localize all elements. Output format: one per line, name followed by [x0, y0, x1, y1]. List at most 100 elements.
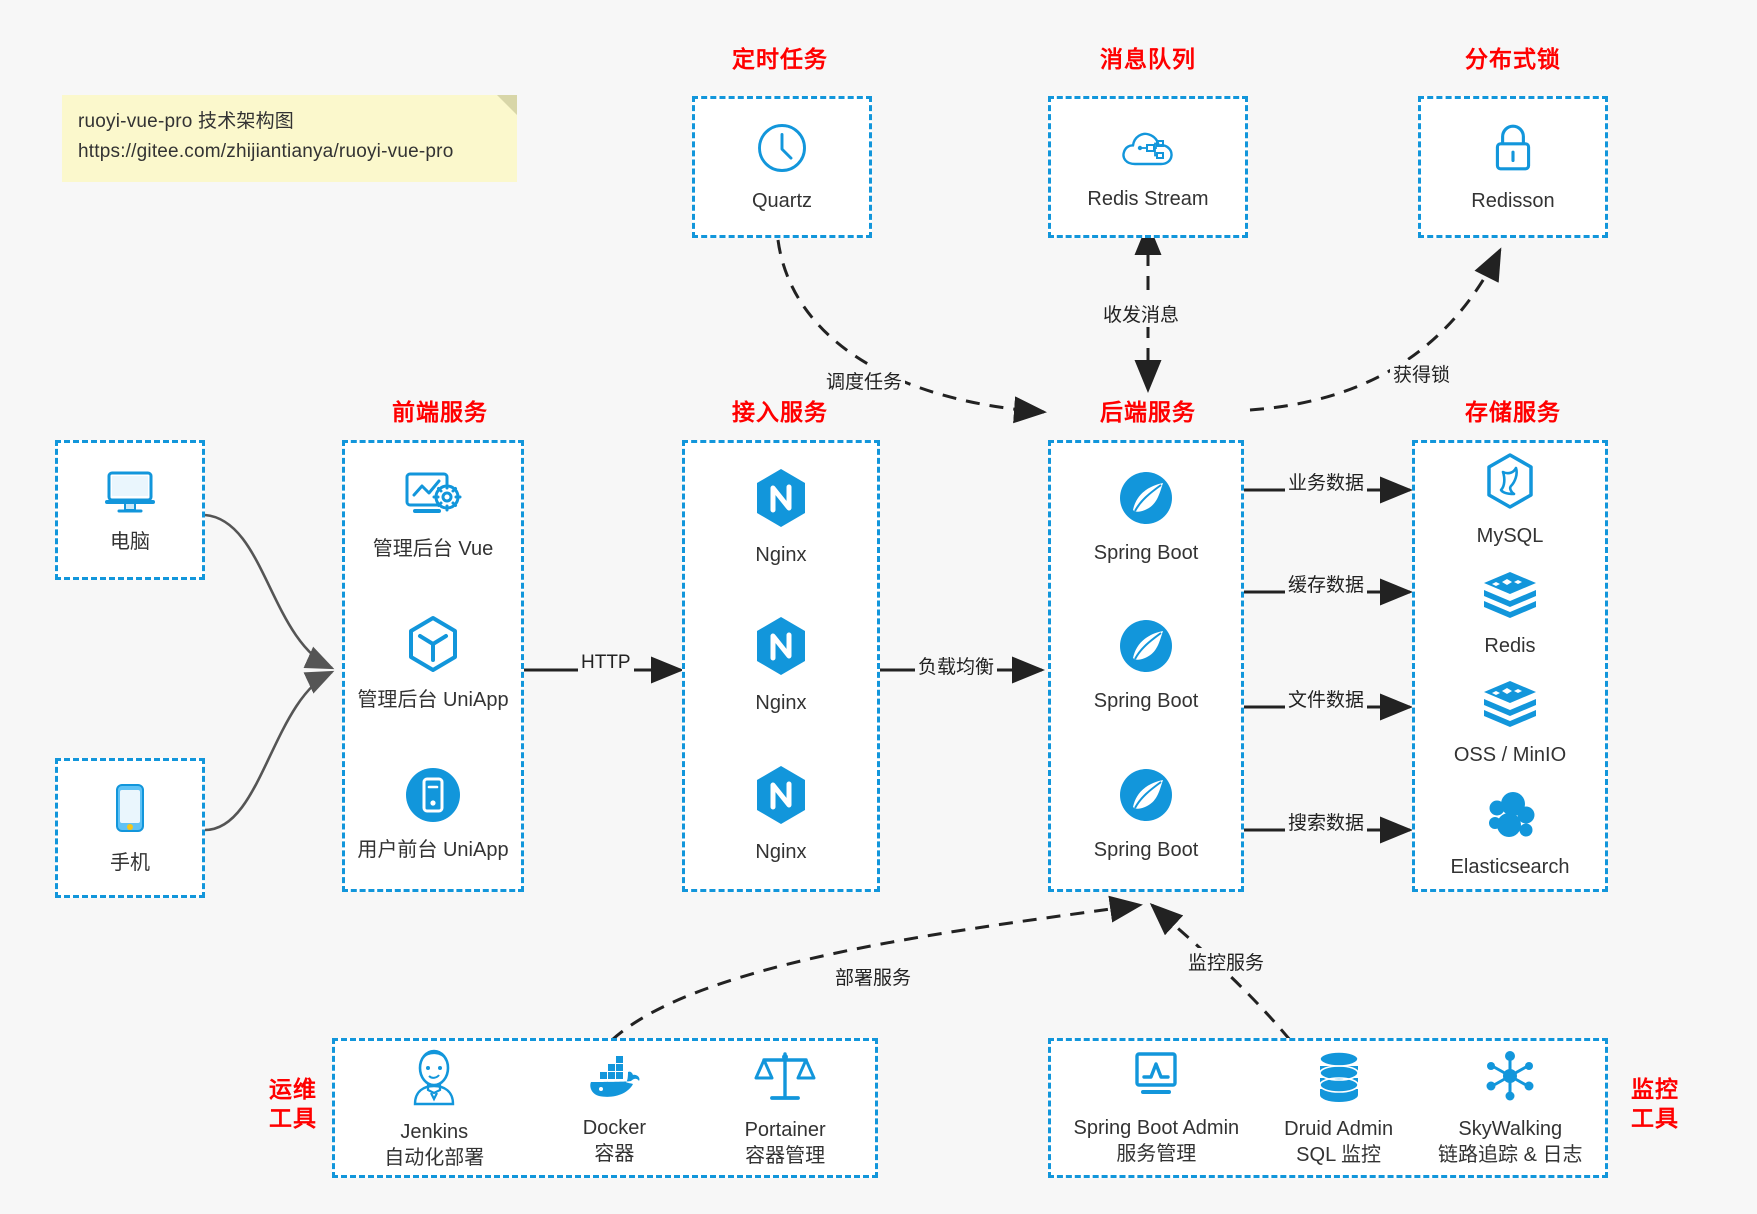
edge-label-load-balance: 负载均衡: [915, 652, 998, 679]
clock-icon: [755, 121, 809, 180]
mobile-circle-icon: [404, 766, 462, 829]
node-sublabel: SQL 监控: [1296, 1143, 1382, 1166]
node-sublabel: 链路追踪 & 日志: [1438, 1143, 1583, 1166]
group-message-queue[interactable]: Redis Stream: [1048, 96, 1248, 238]
minio-stack-icon: [1480, 677, 1540, 734]
edge-label-cache-data: 缓存数据: [1285, 570, 1368, 597]
node-nginx-3[interactable]: Nginx: [753, 764, 809, 865]
node-portainer[interactable]: Portainer 容器管理: [745, 1048, 826, 1169]
group-backend[interactable]: Spring Boot Spring Boot Spring Boot: [1048, 440, 1244, 892]
node-spring-boot-2[interactable]: Spring Boot: [1093, 617, 1199, 714]
group-label-backend: 后端服务: [1100, 399, 1196, 425]
dashboard-gear-icon: [402, 469, 464, 528]
note-title: ruoyi-vue-pro 技术架构图: [78, 111, 295, 132]
node-druid-admin[interactable]: Druid Admin SQL 监控: [1284, 1049, 1393, 1168]
node-spring-boot-1[interactable]: Spring Boot: [1093, 469, 1199, 566]
node-label: Spring Boot: [1093, 839, 1199, 862]
node-redis[interactable]: Redis: [1480, 568, 1540, 659]
group-gateway[interactable]: Nginx Nginx Nginx: [682, 440, 880, 892]
node-label: 管理后台 Vue: [372, 538, 494, 561]
lock-icon: [1487, 121, 1539, 180]
group-label-message-queue: 消息队列: [1100, 46, 1196, 72]
node-mysql[interactable]: MySQL: [1477, 452, 1543, 549]
node-sublabel: 容器管理: [745, 1144, 826, 1167]
node-quartz[interactable]: Quartz: [752, 121, 812, 214]
node-label: Docker: [582, 1116, 647, 1139]
node-label: Spring Boot: [1093, 690, 1199, 713]
group-devops[interactable]: Jenkins 自动化部署 Docker 容器: [332, 1038, 878, 1178]
database-icon: [1313, 1049, 1365, 1108]
node-user-uniapp[interactable]: 用户前台 UniApp: [357, 766, 509, 863]
node-label: Nginx: [755, 841, 807, 864]
group-storage[interactable]: MySQL Redis: [1412, 440, 1608, 892]
node-oss-minio[interactable]: OSS / MinIO: [1454, 677, 1566, 768]
group-distributed-lock[interactable]: Redisson: [1418, 96, 1608, 238]
node-label: Druid Admin: [1284, 1117, 1394, 1140]
group-client-desktop[interactable]: 电脑: [55, 440, 205, 580]
desktop-monitor-icon: [102, 466, 158, 521]
node-jenkins[interactable]: Jenkins 自动化部署: [384, 1046, 484, 1171]
group-label-monitoring: 监控 工具: [1631, 1076, 1679, 1131]
group-monitoring[interactable]: Spring Boot Admin 服务管理: [1048, 1038, 1608, 1178]
node-label: Redis Stream: [1087, 187, 1209, 210]
group-label-storage: 存储服务: [1465, 399, 1561, 425]
docker-whale-icon: [583, 1050, 645, 1107]
node-label: Nginx: [755, 543, 807, 566]
elasticsearch-icon: [1482, 787, 1538, 846]
spring-leaf-icon: [1117, 617, 1175, 680]
node-redis-stream[interactable]: Redis Stream: [1087, 123, 1209, 212]
node-label: SkyWalking: [1458, 1117, 1563, 1140]
note-fold-corner: [497, 95, 517, 115]
node-label: 手机: [110, 851, 150, 874]
node-sublabel: 服务管理: [1116, 1142, 1197, 1165]
mysql-dolphin-icon: [1483, 452, 1537, 515]
node-spring-boot-admin[interactable]: Spring Boot Admin 服务管理: [1073, 1050, 1239, 1167]
node-docker[interactable]: Docker 容器: [583, 1050, 646, 1167]
edge-label-monitor-service: 监控服务: [1185, 948, 1268, 975]
group-label-scheduled-task: 定时任务: [732, 46, 828, 72]
node-nginx-2[interactable]: Nginx: [753, 615, 809, 716]
nginx-icon: [753, 615, 809, 682]
edge-label-file-data: 文件数据: [1285, 685, 1368, 712]
edge-label-send-receive-message: 收发消息: [1100, 300, 1183, 327]
node-label: Portainer: [744, 1118, 826, 1141]
node-label: Elasticsearch: [1450, 855, 1570, 878]
node-label: OSS / MinIO: [1453, 744, 1567, 767]
edge-label-acquire-lock: 获得锁: [1390, 360, 1454, 387]
mobile-phone-icon: [109, 781, 151, 842]
node-skywalking[interactable]: SkyWalking 链路追踪 & 日志: [1438, 1049, 1583, 1168]
spring-leaf-icon: [1117, 766, 1175, 829]
nginx-icon: [753, 764, 809, 831]
nginx-icon: [753, 467, 809, 534]
node-sublabel: 容器: [594, 1142, 635, 1165]
node-mobile[interactable]: 手机: [109, 781, 151, 876]
node-label: Jenkins: [400, 1120, 469, 1143]
scales-icon: [754, 1048, 816, 1109]
node-label: Spring Boot: [1093, 541, 1199, 564]
sticky-note: ruoyi-vue-pro 技术架构图 https://gitee.com/zh…: [62, 95, 517, 182]
node-elasticsearch[interactable]: Elasticsearch: [1450, 787, 1570, 880]
node-redisson[interactable]: Redisson: [1471, 121, 1555, 214]
group-label-frontend: 前端服务: [392, 399, 488, 425]
node-sublabel: 自动化部署: [384, 1146, 485, 1169]
group-frontend[interactable]: 管理后台 Vue 管理后台 UniApp 用户前台 UniApp: [342, 440, 524, 892]
monitor-chart-icon: [1127, 1050, 1185, 1107]
cloud-stream-icon: [1119, 123, 1177, 178]
note-url: https://gitee.com/zhijiantianya/ruoyi-vu…: [78, 141, 454, 163]
node-label: Quartz: [751, 189, 813, 212]
edge-label-search-data: 搜索数据: [1285, 808, 1368, 835]
skywalking-node-icon: [1482, 1049, 1538, 1108]
group-label-devops: 运维 工具: [269, 1076, 317, 1131]
group-client-mobile[interactable]: 手机: [55, 758, 205, 898]
edge-label-business-data: 业务数据: [1285, 468, 1368, 495]
node-label: 电脑: [110, 530, 150, 553]
node-nginx-1[interactable]: Nginx: [753, 467, 809, 568]
node-spring-boot-3[interactable]: Spring Boot: [1093, 766, 1199, 863]
node-desktop[interactable]: 电脑: [102, 466, 158, 555]
node-admin-uniapp[interactable]: 管理后台 UniApp: [357, 614, 509, 713]
group-label-distributed-lock: 分布式锁: [1465, 46, 1561, 72]
hexagon-cube-icon: [405, 614, 461, 679]
group-scheduled-task[interactable]: Quartz: [692, 96, 872, 238]
node-admin-vue[interactable]: 管理后台 Vue: [373, 469, 493, 562]
node-label: 用户前台 UniApp: [357, 838, 509, 861]
